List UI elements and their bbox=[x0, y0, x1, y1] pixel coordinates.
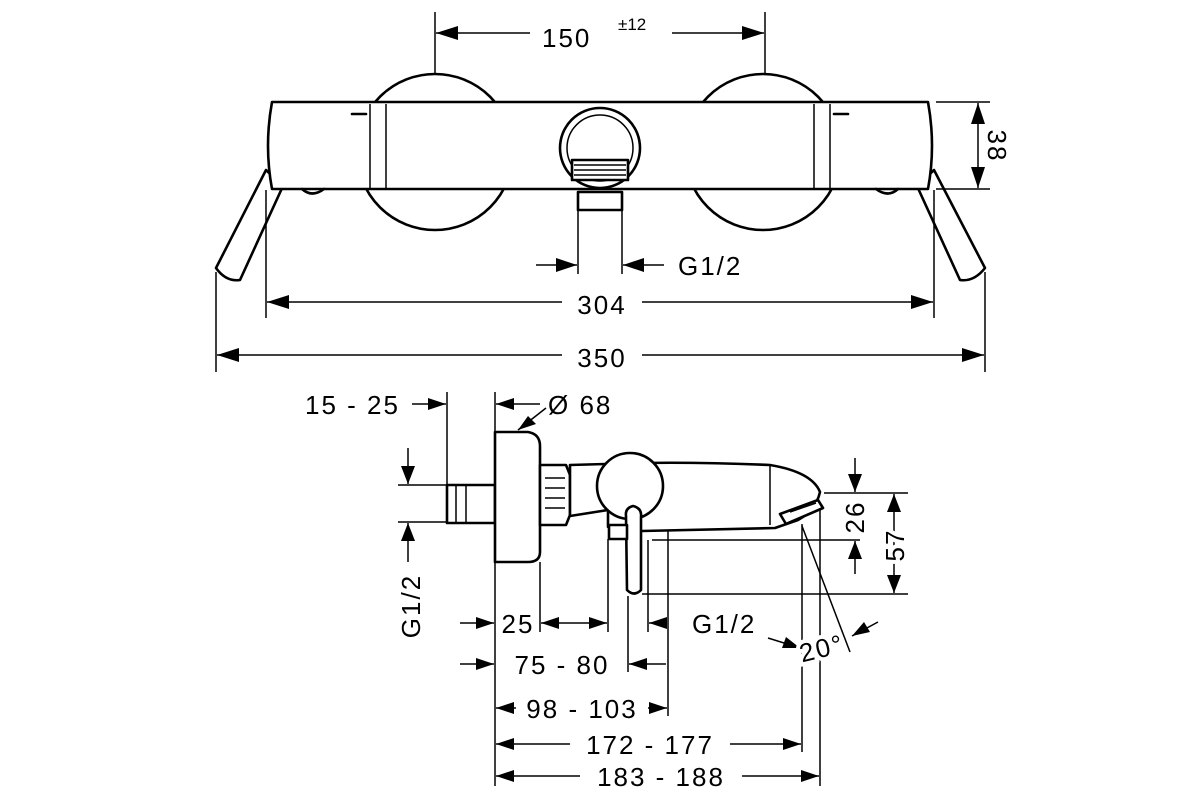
label-15-25: 15 - 25 bbox=[305, 390, 400, 420]
dim-20-degree bbox=[767, 621, 879, 649]
top-view: 150 ±12 38 G1/2 304 350 bbox=[214, 12, 1012, 373]
lever-foot bbox=[607, 523, 629, 541]
label-diameter-68: Ø 68 bbox=[548, 390, 612, 420]
dim-g12-top bbox=[536, 258, 664, 272]
dim-350 bbox=[217, 348, 984, 362]
label-172-177: 172 - 177 bbox=[586, 730, 714, 760]
dim-diameter-68 bbox=[517, 407, 547, 431]
top-extension-lines bbox=[215, 12, 990, 372]
label-183-188: 183 - 188 bbox=[597, 762, 725, 792]
label-20-degree: 20° bbox=[796, 628, 847, 668]
dim-25 bbox=[460, 617, 607, 629]
side-escutcheon bbox=[493, 430, 542, 564]
dim-75-80 bbox=[460, 658, 666, 670]
label-75-80: 75 - 80 bbox=[515, 650, 610, 680]
label-25: 25 bbox=[502, 609, 535, 639]
dim-172-177 bbox=[496, 738, 801, 750]
dim-98-103 bbox=[496, 702, 667, 714]
dim-304 bbox=[267, 295, 933, 309]
wall-connector bbox=[445, 483, 497, 525]
dim-183-188 bbox=[496, 770, 819, 782]
label-150: 150 bbox=[542, 23, 591, 53]
side-view: 15 - 25 Ø 68 G1/2 25 G1/2 75 - 80 98 - 1… bbox=[305, 390, 914, 792]
label-150-tolerance: ±12 bbox=[618, 15, 646, 34]
label-350: 350 bbox=[577, 343, 626, 373]
dim-g12-side-outlet bbox=[649, 617, 667, 629]
label-g12-top: G1/2 bbox=[678, 251, 742, 281]
dim-15-25 bbox=[412, 398, 540, 410]
label-98-103: 98 - 103 bbox=[526, 694, 637, 724]
right-foot bbox=[874, 187, 900, 195]
dim-57 bbox=[887, 494, 901, 593]
dim-38 bbox=[971, 103, 985, 188]
label-g12-side-inlet: G1/2 bbox=[396, 574, 426, 638]
spout-aerator bbox=[778, 498, 825, 526]
union-nut bbox=[538, 463, 572, 527]
dim-150 bbox=[436, 26, 764, 40]
side-lever bbox=[624, 504, 643, 595]
label-57: 57 bbox=[880, 529, 910, 562]
spout-aerator-lines bbox=[574, 164, 626, 176]
dim-26 bbox=[848, 458, 862, 574]
label-38: 38 bbox=[982, 130, 1012, 163]
dim-g12-side-inlet bbox=[401, 448, 415, 562]
label-g12-side-outlet: G1/2 bbox=[692, 609, 756, 639]
label-26: 26 bbox=[840, 501, 870, 534]
left-foot bbox=[300, 187, 326, 195]
nut-knurl bbox=[545, 477, 565, 509]
label-304: 304 bbox=[577, 290, 626, 320]
outlet-connector bbox=[576, 190, 624, 212]
side-extension-lines bbox=[398, 392, 908, 786]
